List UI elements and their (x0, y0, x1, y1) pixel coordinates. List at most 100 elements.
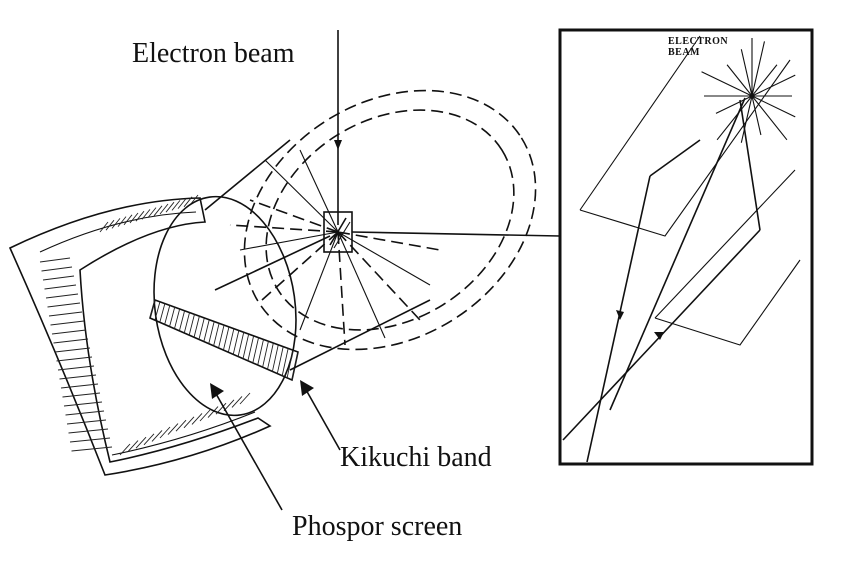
inset-beam-label-line1: ELECTRON (668, 36, 728, 47)
ray-line (337, 231, 346, 346)
band-stripe (159, 303, 166, 323)
ray-line (299, 231, 339, 331)
star-ray (751, 64, 778, 97)
band-stripe (242, 333, 250, 359)
band-stripe (169, 307, 176, 327)
shade-stroke (159, 426, 171, 439)
shade-stroke (111, 218, 121, 229)
shade-stroke (50, 320, 85, 326)
band-stripe (174, 308, 181, 329)
shade-stroke (147, 207, 157, 218)
shade-stroke (159, 203, 169, 215)
band-stripe (271, 344, 279, 372)
shade-stroke (135, 210, 145, 222)
band-stripe (291, 351, 299, 381)
star-ray (701, 71, 753, 97)
band-stripe (281, 348, 289, 376)
shade-stroke (66, 419, 107, 425)
cylinder-shading (39, 194, 251, 456)
shade-stroke (171, 200, 181, 211)
shade-stroke (59, 374, 97, 380)
electron-beam (334, 30, 342, 225)
ray-line (261, 231, 339, 301)
band-stripe (164, 305, 171, 325)
shade-stroke (39, 257, 71, 263)
star-ray (751, 41, 765, 97)
shade-stroke (99, 221, 109, 233)
shade-stroke (53, 338, 89, 344)
star-ray (740, 49, 753, 97)
band-stripe (193, 316, 200, 338)
phosphor-screen-label: Phospor screen (292, 511, 462, 542)
shade-stroke (69, 437, 111, 443)
inset-diffraction-star (701, 41, 796, 143)
ray-line (239, 231, 339, 251)
shade-stroke (207, 406, 219, 418)
kikuchi-band-pattern (149, 299, 299, 381)
band-stripe (198, 317, 205, 340)
shade-stroke (177, 198, 187, 209)
ray-line (299, 149, 339, 233)
star-ray (726, 64, 753, 97)
shade-stroke (123, 214, 133, 226)
inset-connector-line (351, 231, 561, 237)
diffraction-cone (204, 89, 537, 371)
phosphor-screen-pointer (210, 383, 283, 511)
shade-stroke (141, 209, 151, 220)
shade-stroke (199, 409, 211, 422)
arrow-head-icon (300, 380, 314, 396)
band-stripe (178, 310, 186, 331)
shade-stroke (167, 423, 179, 435)
band-stripe (262, 341, 269, 368)
shade-stroke (135, 436, 147, 449)
band-stripe (286, 350, 294, 378)
shade-stroke (231, 396, 243, 408)
star-ray (751, 95, 762, 136)
shade-stroke (63, 401, 103, 407)
shade-stroke (45, 293, 79, 299)
shade-stroke (51, 329, 87, 335)
arrow-head-icon (210, 383, 224, 399)
band-stripe (227, 328, 235, 353)
shade-stroke (44, 284, 77, 290)
shade-stroke (62, 392, 101, 398)
band-stripe (149, 299, 156, 319)
inset-frame (558, 28, 814, 466)
ray-line (249, 199, 339, 233)
shade-stroke (65, 410, 105, 416)
shade-stroke (41, 266, 73, 272)
band-stripe (188, 314, 195, 336)
shade-stroke (68, 428, 109, 434)
inset-beam-label-line2: BEAM (668, 47, 700, 58)
shade-stroke (54, 347, 91, 353)
ray-line (337, 231, 421, 321)
star-ray (751, 95, 788, 141)
band-stripe (213, 323, 220, 346)
shade-stroke (56, 356, 93, 362)
inset-detail: ELECTRON BEAM (558, 28, 814, 466)
shade-stroke (223, 399, 235, 412)
electron-beam-label: Electron beam (132, 38, 295, 69)
ray-line (337, 231, 431, 286)
shade-stroke (105, 219, 115, 231)
ray-line (229, 224, 339, 233)
shade-stroke (48, 311, 83, 317)
shade-stroke (71, 446, 113, 452)
ray-line (264, 159, 339, 233)
band-stripe (247, 335, 255, 361)
shade-stroke (153, 205, 163, 217)
star-ray (715, 95, 753, 114)
shade-stroke (60, 383, 99, 389)
band-stripe (252, 337, 259, 363)
shade-stroke (183, 196, 193, 208)
band-stripe (203, 319, 210, 342)
band-stripe (154, 301, 161, 321)
ray-line (337, 231, 386, 339)
shade-stroke (42, 275, 75, 281)
shade-stroke (127, 440, 139, 452)
shade-stroke (143, 433, 155, 446)
band-stripe (267, 342, 274, 370)
shade-stroke (165, 201, 175, 213)
